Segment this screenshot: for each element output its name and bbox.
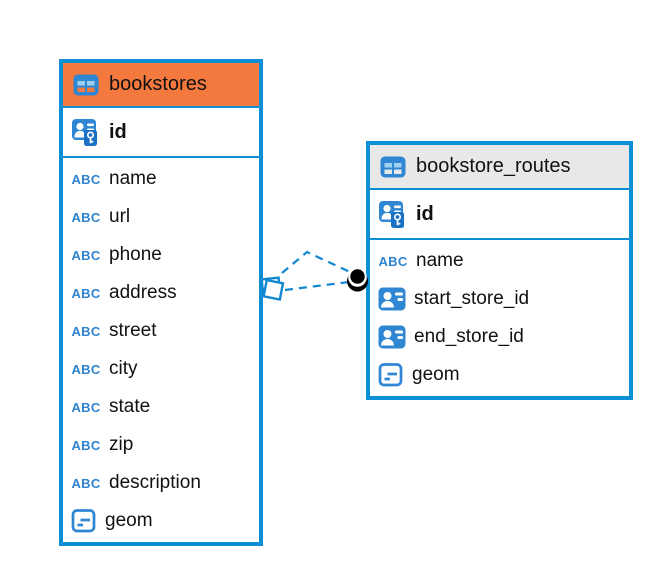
table-bookstore-routes[interactable]: bookstore_routes id ABC: [366, 141, 633, 400]
column-row-geom[interactable]: geom: [63, 502, 259, 540]
column-name: name: [416, 250, 464, 271]
column-name: street: [109, 320, 157, 341]
column-name: geom: [105, 510, 153, 531]
foreign-key-icon: [378, 325, 406, 349]
text-type-icon: ABC: [71, 475, 101, 491]
table-name: bookstore_routes: [416, 155, 571, 177]
column-row-geom[interactable]: geom: [370, 356, 629, 394]
column-row-start-store-id[interactable]: start_store_id: [370, 280, 629, 318]
text-type-icon: ABC: [378, 253, 408, 269]
column-name: description: [109, 472, 201, 493]
relation-dashed-lines: [281, 250, 351, 292]
column-row-zip[interactable]: ABC zip: [63, 426, 259, 464]
text-type-icon: ABC: [71, 209, 101, 225]
table-icon: [380, 156, 406, 178]
column-name: geom: [412, 364, 460, 385]
column-row-phone[interactable]: ABC phone: [63, 236, 259, 274]
text-type-icon: ABC: [71, 399, 101, 415]
table-header-bookstores[interactable]: bookstores: [63, 63, 259, 108]
column-name: end_store_id: [414, 326, 524, 347]
column-name: name: [109, 168, 157, 189]
table-header-bookstore-routes[interactable]: bookstore_routes: [370, 145, 629, 190]
relation-squares-marker: [260, 276, 285, 301]
column-row-url[interactable]: ABC url: [63, 198, 259, 236]
column-row-name[interactable]: ABC name: [370, 242, 629, 280]
table-bookstores[interactable]: bookstores id ABC: [59, 59, 263, 546]
column-name: city: [109, 358, 138, 379]
column-row-description[interactable]: ABC description: [63, 464, 259, 502]
primary-key-icon: [71, 117, 101, 147]
column-row-city[interactable]: ABC city: [63, 350, 259, 388]
table-icon: [73, 74, 99, 96]
table-name: bookstores: [109, 73, 207, 95]
column-name: url: [109, 206, 131, 227]
column-name: zip: [109, 434, 134, 455]
text-type-icon: ABC: [71, 361, 101, 377]
column-name: id: [416, 202, 434, 225]
column-row-street[interactable]: ABC street: [63, 312, 259, 350]
geometry-type-icon: [71, 508, 97, 534]
foreign-key-icon: [378, 287, 406, 311]
primary-key-icon: [378, 199, 408, 229]
column-name: start_store_id: [414, 288, 530, 309]
column-name: phone: [109, 244, 162, 265]
column-name: address: [109, 282, 177, 303]
column-row-address[interactable]: ABC address: [63, 274, 259, 312]
relation-dot-marker: [347, 268, 368, 292]
text-type-icon: ABC: [71, 171, 101, 187]
text-type-icon: ABC: [71, 437, 101, 453]
text-type-icon: ABC: [71, 247, 101, 263]
column-row-id[interactable]: id: [63, 108, 259, 158]
geometry-type-icon: [378, 362, 404, 388]
column-name: id: [109, 120, 127, 143]
column-name: state: [109, 396, 151, 417]
column-row-state[interactable]: ABC state: [63, 388, 259, 426]
column-row-end-store-id[interactable]: end_store_id: [370, 318, 629, 356]
text-type-icon: ABC: [71, 323, 101, 339]
column-row-id[interactable]: id: [370, 190, 629, 240]
text-type-icon: ABC: [71, 285, 101, 301]
column-row-name[interactable]: ABC name: [63, 160, 259, 198]
